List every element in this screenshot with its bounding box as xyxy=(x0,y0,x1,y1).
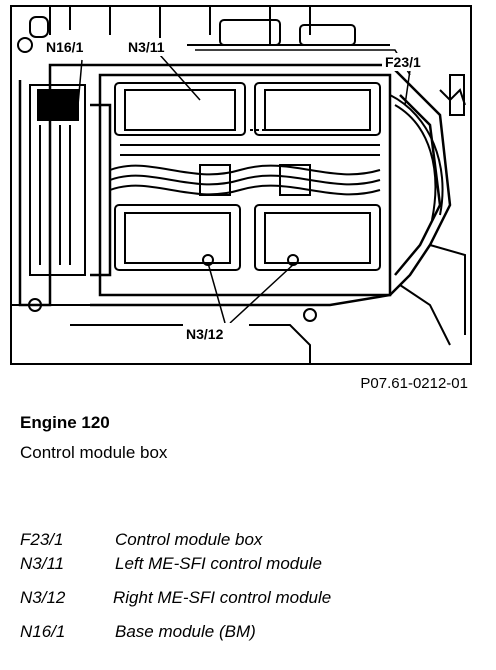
wiring-harness xyxy=(109,164,381,196)
legend-description: Left ME-SFI control module xyxy=(115,554,322,573)
legend-item: F23/1 Control module box xyxy=(20,530,460,554)
page-title: Engine 120 xyxy=(20,413,110,432)
legend-item: N3/11 Left ME-SFI control module xyxy=(20,554,460,578)
top-bracket xyxy=(17,6,390,53)
legend-item: N16/1 Base module (BM) xyxy=(20,622,460,646)
control-module-box-f23-1 xyxy=(389,74,466,346)
legend-code: F23/1 xyxy=(20,530,64,549)
legend-description: Control module box xyxy=(115,530,263,549)
control-module-n3-11 xyxy=(114,82,381,156)
bottom-ledge xyxy=(11,298,317,364)
legend-list: F23/1 Control module box N3/11 Left ME-S… xyxy=(20,530,460,646)
figure-reference: P07.61-0212-01 xyxy=(360,375,468,392)
legend-description: Base module (BM) xyxy=(115,622,256,641)
callout-n3-11: N3/11 xyxy=(128,39,165,55)
callout-n16-1: N16/1 xyxy=(46,39,84,55)
legend-code: N3/12 xyxy=(20,588,66,607)
callout-f23-1: F23/1 xyxy=(385,54,421,70)
legend-description: Right ME-SFI control module xyxy=(113,588,332,607)
legend-code: N16/1 xyxy=(20,622,66,641)
legend-code: N3/11 xyxy=(20,554,65,573)
page-subtitle: Control module box xyxy=(20,443,168,462)
control-module-n3-12 xyxy=(114,204,381,271)
legend-item: N3/12 Right ME-SFI control module xyxy=(20,588,460,612)
callout-n3-12: N3/12 xyxy=(186,326,224,342)
control-module-box-illustration: N16/1 N3/11 F23/1 N3/12 xyxy=(10,5,472,365)
